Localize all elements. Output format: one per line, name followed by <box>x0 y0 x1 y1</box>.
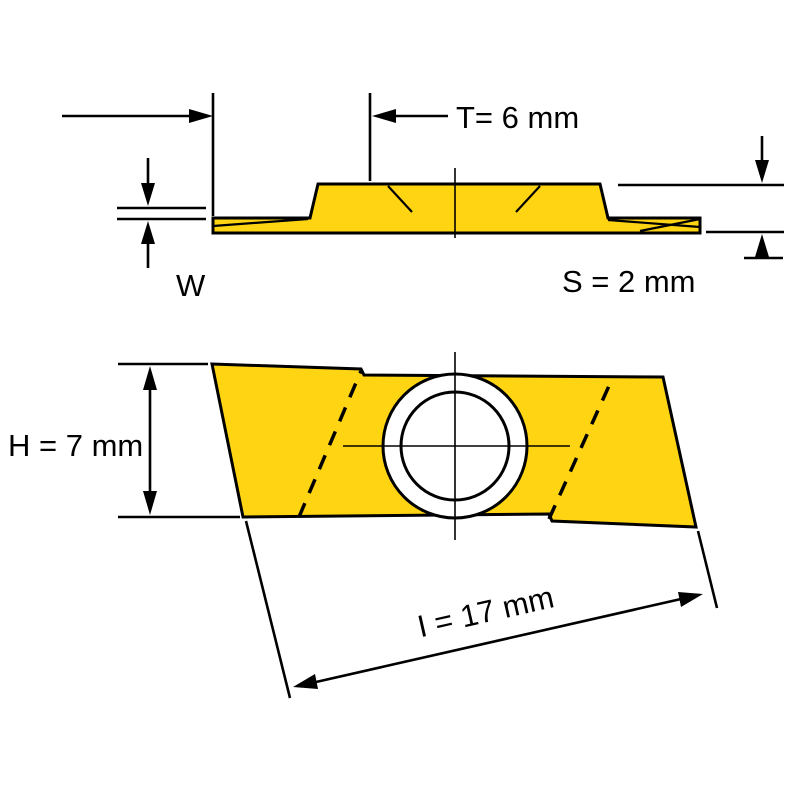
s-arrowhead-down <box>755 160 769 183</box>
i-extension-line-right <box>696 530 719 609</box>
i-extension-line-left <box>244 520 292 699</box>
s-arrowhead-up <box>755 234 769 257</box>
w-arrowhead-up <box>141 221 155 244</box>
t-arrowhead-left-pointing <box>372 109 396 123</box>
h-arrowhead-down <box>143 491 157 515</box>
plan-view-dashed-edge-left <box>297 370 363 518</box>
dimension-h: H = 7 mm <box>8 362 240 519</box>
side-view <box>211 168 702 238</box>
side-view-left-edge-line <box>212 217 309 228</box>
s-dimension-label: S = 2 mm <box>562 264 696 299</box>
h-arrowhead-up <box>143 366 157 390</box>
t-arrowhead-right-pointing <box>189 109 213 123</box>
w-arrowhead-down <box>141 183 155 206</box>
dimension-s: S = 2 mm <box>562 136 784 299</box>
i-dimension-label: I = 17 mm <box>414 579 557 644</box>
dimension-i: I = 17 mm <box>244 520 719 699</box>
i-arrowhead-left <box>293 674 318 689</box>
plan-view <box>210 352 698 540</box>
i-arrowhead-right <box>678 592 703 607</box>
side-view-insert-body <box>211 182 702 235</box>
t-dimension-label: T= 6 mm <box>456 100 579 135</box>
dimension-t: T= 6 mm <box>62 93 579 216</box>
i-dimension-line <box>315 597 682 684</box>
w-dimension-label: W <box>176 268 206 303</box>
dimension-w: W <box>117 158 206 303</box>
side-view-chipbreaker-right <box>515 185 541 213</box>
h-dimension-label: H = 7 mm <box>8 428 143 463</box>
side-view-right-edge-line <box>607 218 701 229</box>
side-view-chipbreaker-left <box>387 185 413 213</box>
side-view-right-cross-line <box>639 217 701 233</box>
